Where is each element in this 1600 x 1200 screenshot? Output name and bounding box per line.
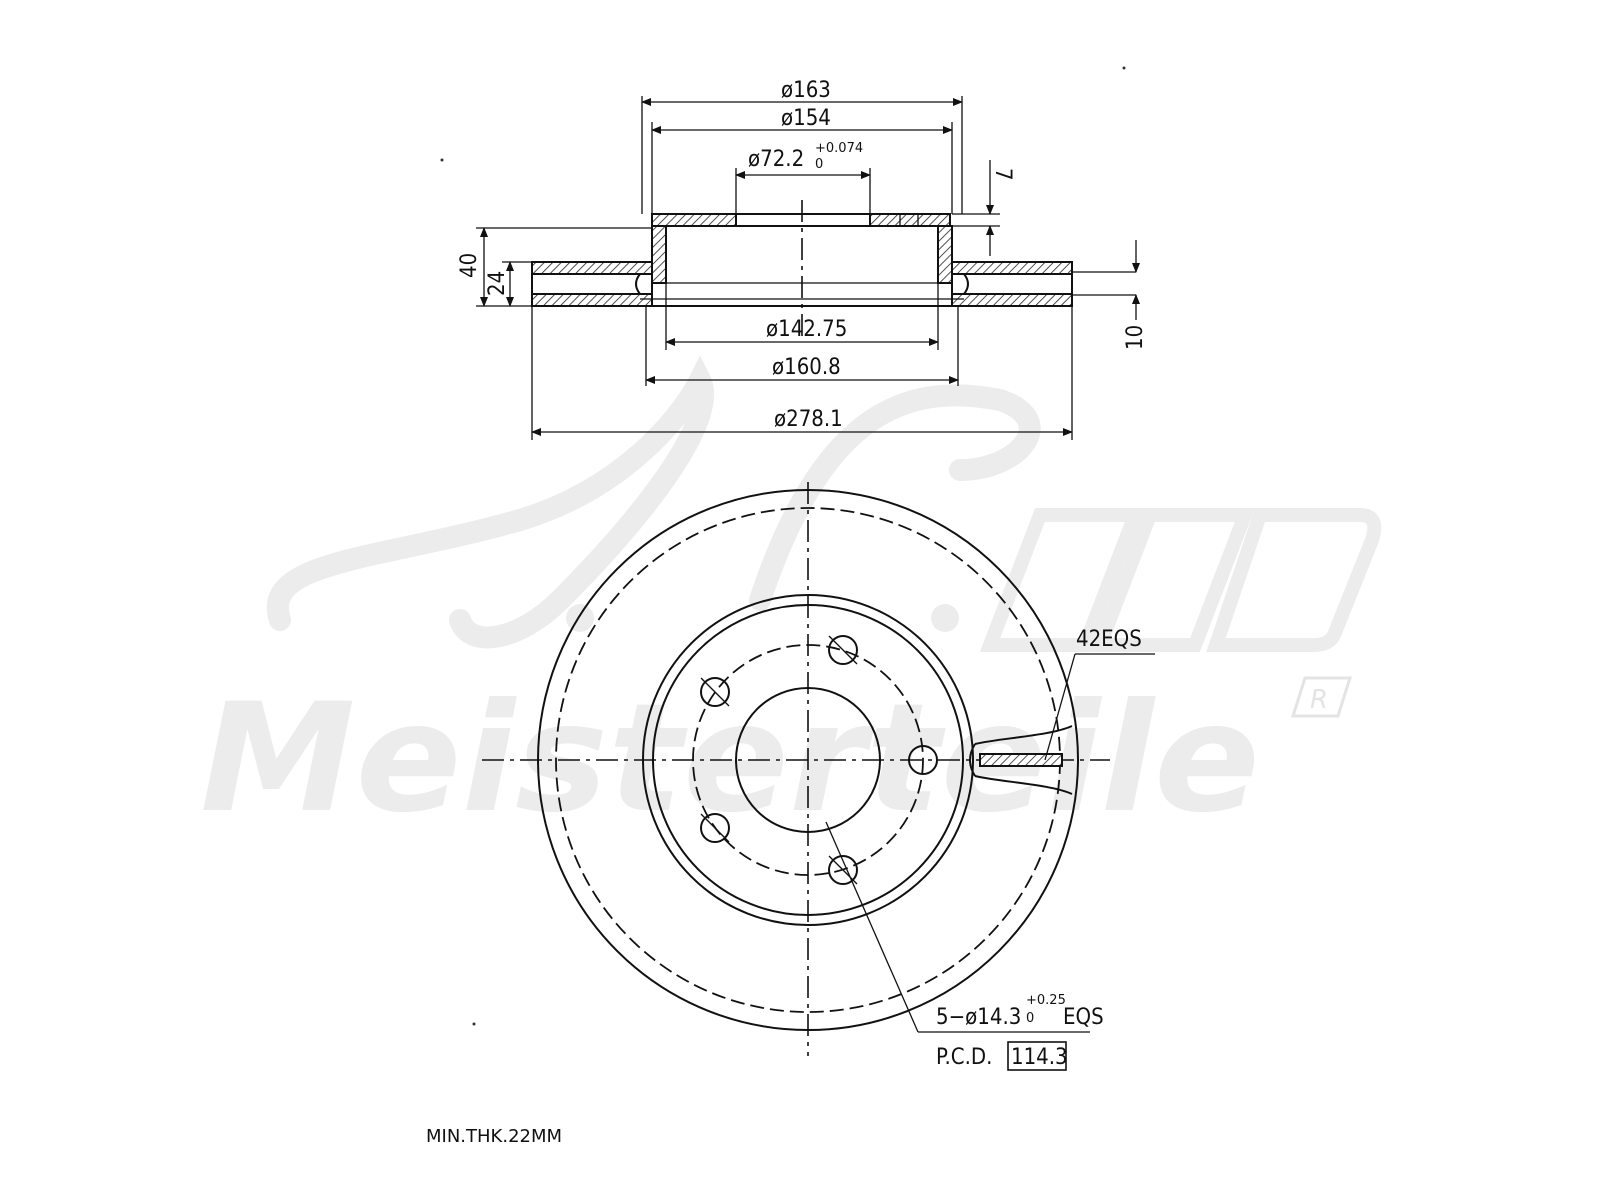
holes-tol-lower: 0 — [1026, 1011, 1034, 1026]
dim-d160: ø160.8 — [772, 355, 841, 380]
dim-d72-tol-lower: 0 — [815, 157, 823, 172]
dim-d72-tol-upper: +0.074 — [815, 141, 863, 156]
holes-spec: 5−ø14.3 — [936, 1005, 1021, 1030]
logo-bars-icon — [979, 508, 1382, 652]
holes-tol-upper: +0.25 — [1026, 993, 1066, 1008]
slots-label: 42EQS — [1076, 627, 1142, 652]
watermark: Meisterteile R — [200, 355, 1382, 846]
dim-d154: ø154 — [781, 106, 831, 131]
dim-h7: 7 — [990, 168, 1015, 181]
watermark-brand-text: Meisterteile — [200, 672, 1260, 846]
dim-d163: ø163 — [781, 78, 831, 103]
registered-mark-icon: R — [1290, 676, 1353, 718]
dim-h24: 24 — [485, 271, 510, 296]
dim-h40: 40 — [457, 253, 482, 278]
pcd-value: 114.3 — [1011, 1045, 1068, 1070]
dim-d72: ø72.2 — [748, 147, 804, 172]
holes-suffix: EQS — [1063, 1005, 1104, 1030]
min-thickness-note: MIN.THK.22MM — [426, 1126, 562, 1147]
bolt-hole — [700, 677, 730, 707]
bolt-hole — [828, 855, 858, 885]
svg-text:R: R — [1310, 685, 1328, 715]
bolt-hole — [700, 813, 730, 843]
dim-d142: ø142.75 — [766, 317, 847, 342]
dim-d278: ø278.1 — [774, 407, 843, 432]
bolt-hole — [828, 635, 858, 665]
dim-h10: 10 — [1123, 325, 1148, 350]
pcd-label: P.C.D. — [936, 1045, 992, 1070]
bolt-hole — [908, 745, 938, 775]
front-view: 42EQS 5−ø14.3 +0.25 0 EQS P.C.D. 114.3 — [482, 482, 1155, 1071]
pcd-box — [1007, 1041, 1067, 1071]
section-view: ø163 ø154 ø72.2 +0.074 0 ø142.75 ø160.8 … — [457, 78, 1148, 440]
